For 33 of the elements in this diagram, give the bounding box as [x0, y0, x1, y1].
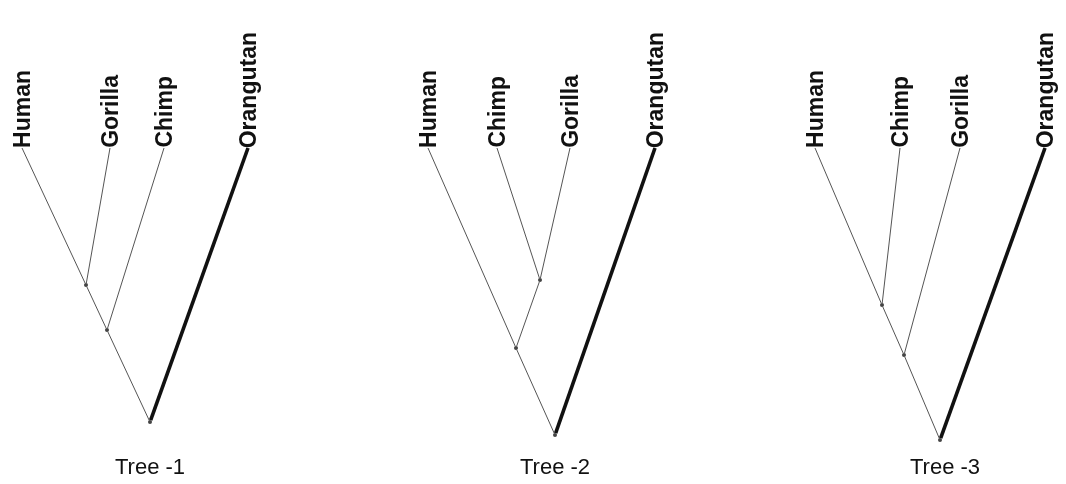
species-label: Orangutan	[640, 31, 670, 148]
species-label: Human	[800, 70, 830, 148]
tree-branch-line	[553, 147, 657, 434]
species-label: Gorilla	[555, 75, 585, 148]
tree-branch-line	[516, 349, 555, 434]
tree-branch-line	[86, 286, 107, 329]
tree-branch-line	[516, 281, 540, 347]
species-label: Orangutan	[1030, 31, 1060, 148]
tree-branch-line	[539, 147, 571, 279]
species-label: Human	[7, 70, 37, 148]
tree-branch-line	[814, 147, 882, 304]
tree-branch-line	[881, 147, 901, 304]
species-label: Gorilla	[95, 75, 125, 148]
species-label: Gorilla	[945, 75, 975, 148]
tree-branch-line	[107, 147, 165, 329]
tree-branch-line	[21, 147, 86, 284]
tree-branch-line	[882, 306, 904, 354]
tree-branch-line	[427, 147, 516, 347]
species-label: Chimp	[482, 76, 512, 148]
species-label: Chimp	[149, 76, 179, 148]
tree-branch-line	[904, 147, 961, 354]
species-label: Chimp	[885, 76, 915, 148]
tree-caption: Tree -3	[908, 453, 982, 481]
tree-branch-line	[148, 147, 250, 421]
tree-branch-line	[939, 147, 1047, 439]
tree-branch-line	[496, 147, 540, 279]
tree-caption: Tree -1	[113, 453, 187, 481]
tree-caption: Tree -2	[518, 453, 592, 481]
tree-branch-line	[107, 331, 150, 421]
tree-branch-line	[904, 356, 940, 439]
species-label: Human	[413, 70, 443, 148]
tree-branch-line	[85, 147, 111, 284]
species-label: Orangutan	[233, 31, 263, 148]
